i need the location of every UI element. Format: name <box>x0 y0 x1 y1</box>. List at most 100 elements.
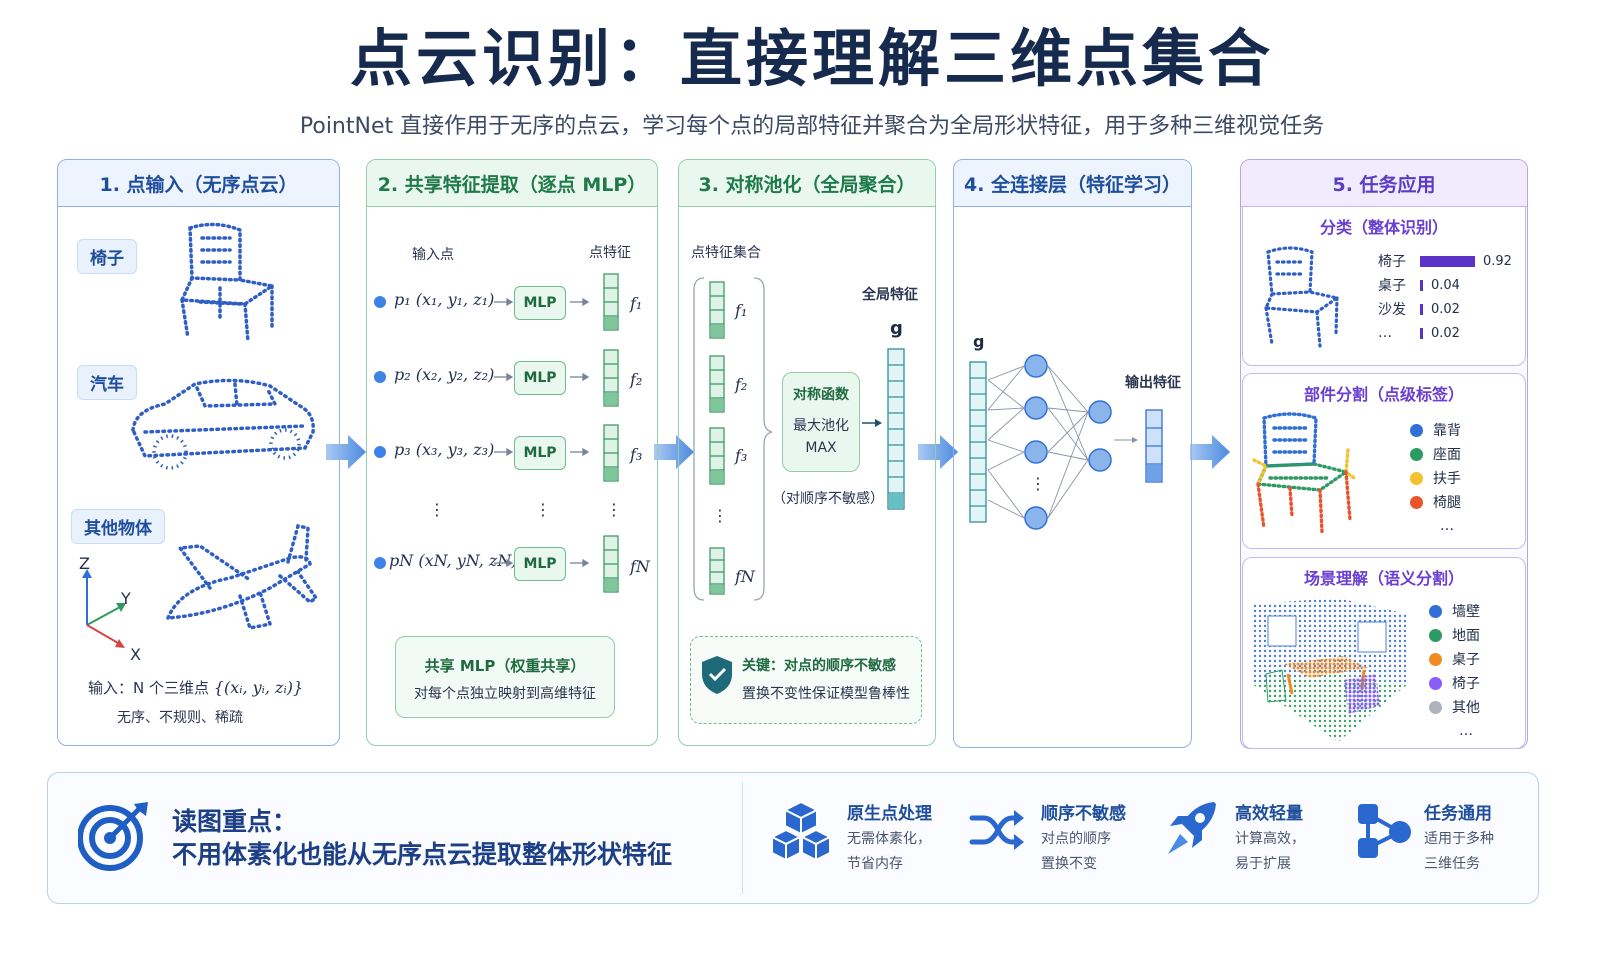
legend-swatch <box>1410 423 1423 437</box>
class-label: 桌子 <box>1378 278 1406 294</box>
class-score: 0.04 <box>1431 277 1460 293</box>
symmetric-function-title: 对称函数 <box>793 387 849 403</box>
tag-chair: 椅子 <box>77 239 137 274</box>
target-icon <box>78 802 148 871</box>
ellipsis: ⋮ <box>1030 474 1046 493</box>
legend-swatch <box>1429 604 1442 618</box>
legend-label: 椅腿 <box>1433 495 1461 511</box>
shield-icon <box>702 656 732 694</box>
mlp-box-3: MLP <box>514 436 566 470</box>
panel-symmetric-pooling: 3. 对称池化（全局聚合） <box>678 159 936 746</box>
class-score: 0.92 <box>1483 253 1512 269</box>
class-score: 0.02 <box>1431 301 1460 317</box>
input-note: 无序、不规则、稀疏 <box>117 710 243 726</box>
point-dot <box>374 371 386 383</box>
legend-swatch <box>1429 628 1442 642</box>
ellipsis: ⋮ <box>712 506 728 525</box>
axis-y-label: Y <box>121 589 131 608</box>
feature-desc-line: 对点的顺序 <box>1041 831 1111 847</box>
legend-swatch <box>1410 447 1423 461</box>
legend-label: 扶手 <box>1433 471 1461 487</box>
legend-label: 墙壁 <box>1452 604 1480 620</box>
scene-seg-legend: 墙壁 地面 桌子 椅子 其他 … <box>1429 599 1480 743</box>
point-pN: pN (xN, yN, zN) <box>389 551 518 570</box>
page-subtitle: PointNet 直接作用于无序的点云，学习每个点的局部特征并聚合为全局形状特征… <box>299 114 1325 139</box>
score-bar <box>1420 279 1423 291</box>
class-label: 椅子 <box>1378 254 1406 270</box>
class-label: … <box>1378 325 1392 341</box>
legend-swatch <box>1410 495 1423 509</box>
set-feature-f3: f₃ <box>735 446 748 465</box>
takeaway-heading: 读图重点： <box>172 807 298 836</box>
col-input-label: 输入点 <box>412 247 454 263</box>
flow-arrow-4 <box>1190 435 1230 469</box>
mlp-box-N: MLP <box>514 547 566 581</box>
set-feature-f2: f₂ <box>735 375 748 394</box>
g-label: g <box>973 332 985 351</box>
part-seg-title: 部件分割（点级标签） <box>1303 385 1464 404</box>
part-seg-chair-cloud <box>1252 412 1356 534</box>
feature-desc-line: 无需体素化， <box>847 831 931 847</box>
page-title: 点云识别：直接理解三维点集合 <box>349 22 1274 95</box>
tag-car: 汽车 <box>77 365 137 400</box>
panel-shared-mlp: 2. 共享特征提取（逐点 MLP） <box>366 159 658 746</box>
input-label: 输入：N 个三维点 <box>88 679 209 697</box>
global-feature-label: 全局特征 <box>862 287 918 303</box>
feature-fN: fN <box>630 557 650 576</box>
feature-title: 任务通用 <box>1424 804 1492 824</box>
feature-desc-line: 适用于多种 <box>1424 831 1494 847</box>
score-bar <box>1420 303 1423 315</box>
feature-f1: f₁ <box>630 294 643 313</box>
legend-label: 桌子 <box>1452 652 1480 668</box>
panel-header: 1. 点输入（无序点云） <box>58 160 339 207</box>
output-feature-label: 输出特征 <box>1125 375 1181 391</box>
panel-fully-connected: 4. 全连接层（特征学习） <box>953 159 1192 748</box>
ellipsis: ⋮ <box>429 500 445 519</box>
chair-point-cloud <box>180 222 277 344</box>
input-formula: {(xᵢ, yᵢ, zᵢ)} <box>213 678 304 697</box>
max-pooling-label: 最大池化 <box>793 418 849 434</box>
feature-desc-line: 三维任务 <box>1424 856 1480 872</box>
point-p3: p₃ (x₃, y₃, z₃) <box>394 440 495 459</box>
part-seg-legend: 靠背 座面 扶手 椅腿 … <box>1410 418 1461 538</box>
shuffle-icon <box>969 810 1024 850</box>
legend-more: … <box>1459 723 1473 739</box>
panel-header: 5. 任务应用 <box>1241 160 1527 207</box>
legend-swatch <box>1429 652 1442 666</box>
panel-point-input: 1. 点输入（无序点云） <box>57 159 340 746</box>
axis-x-label: X <box>130 645 141 664</box>
fc-network-diagram <box>969 354 1163 530</box>
feature-desc-line: 易于扩展 <box>1235 856 1291 872</box>
scene-point-cloud <box>1252 598 1408 742</box>
point-p2: p₂ (x₂, y₂, z₂) <box>394 365 495 384</box>
key-point-title: 关键：对点的顺序不敏感 <box>742 658 896 674</box>
panel-header: 3. 对称池化（全局聚合） <box>679 160 935 207</box>
legend-label: 椅子 <box>1452 676 1480 692</box>
global-feature-symbol: g <box>890 318 903 339</box>
feature-desc-line: 置换不变 <box>1041 856 1097 872</box>
legend-swatch <box>1429 700 1442 714</box>
panel-header: 4. 全连接层（特征学习） <box>954 160 1191 207</box>
car-point-cloud <box>131 378 315 470</box>
legend-swatch <box>1429 676 1442 690</box>
set-feature-f1: f₁ <box>735 301 748 320</box>
feature-desc: 适用于多种三维任务 <box>1424 827 1494 877</box>
feature-f3: f₃ <box>630 445 643 464</box>
feature-f2: f₂ <box>630 370 643 389</box>
feature-title: 顺序不敏感 <box>1041 804 1126 824</box>
legend-label: 地面 <box>1452 628 1480 644</box>
feature-desc: 对点的顺序置换不变 <box>1041 827 1111 877</box>
point-dot <box>374 296 386 308</box>
legend-label: 其他 <box>1452 700 1480 716</box>
feature-desc-line: 计算高效， <box>1235 831 1305 847</box>
key-point-desc: 置换不变性保证模型鲁棒性 <box>742 686 910 702</box>
symmetric-function-box <box>782 372 860 472</box>
input-description: 输入：N 个三维点 {(xᵢ, yᵢ, zᵢ)} <box>88 677 303 698</box>
score-bar <box>1420 327 1423 339</box>
feature-set-label: 点特征集合 <box>691 245 761 261</box>
feature-set-stack <box>693 277 773 601</box>
axis-z-label: Z <box>79 554 90 573</box>
divider <box>742 782 743 894</box>
classification-chair-cloud <box>1263 246 1341 348</box>
